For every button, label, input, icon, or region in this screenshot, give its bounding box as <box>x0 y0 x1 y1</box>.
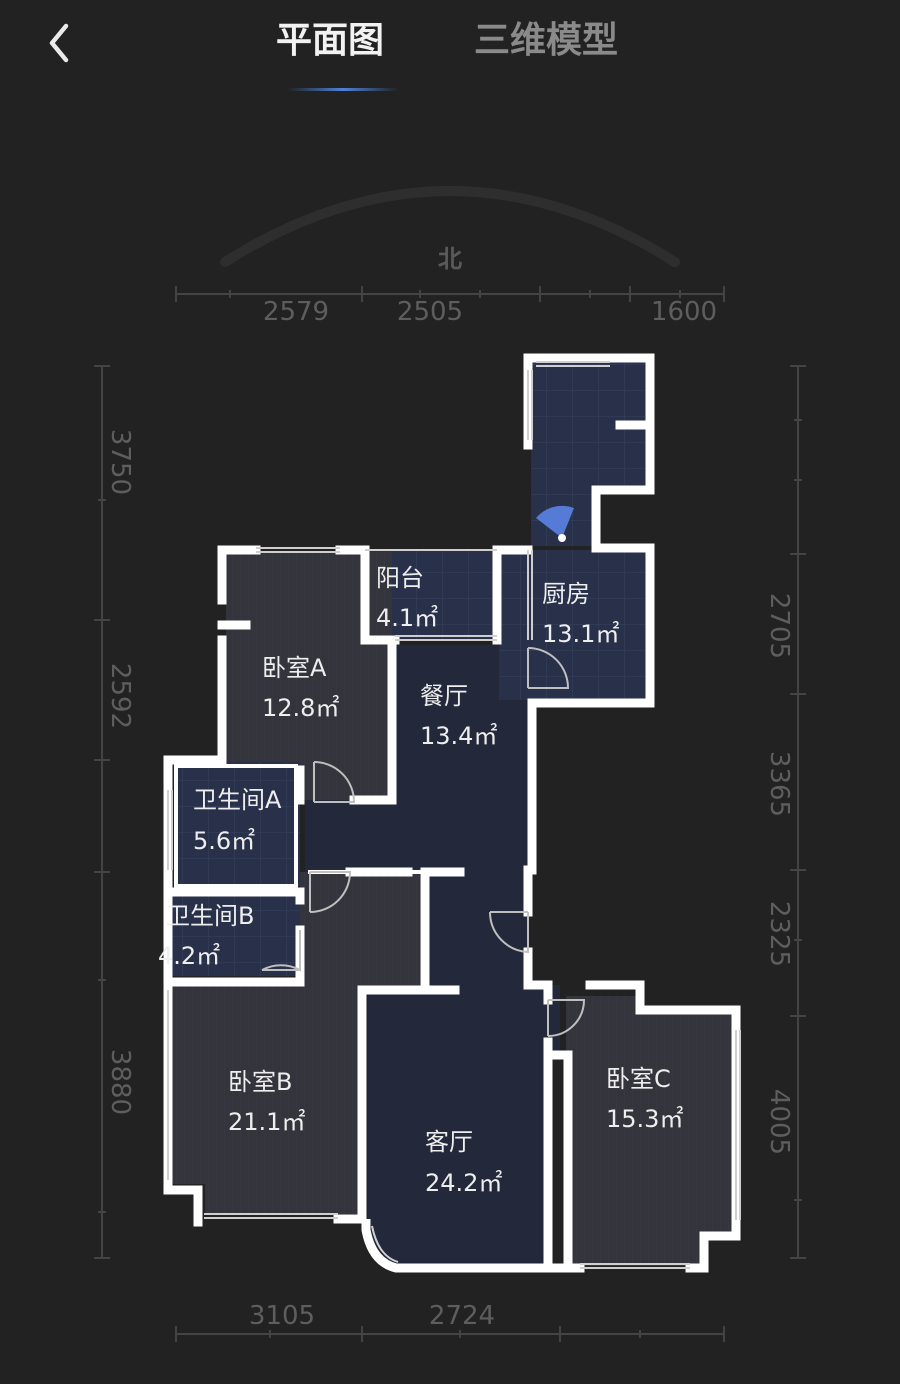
room-area-bedroom-b: 21.1㎡ <box>228 1108 305 1136</box>
top-dimension-1: 2579 <box>263 297 329 327</box>
compass: 北 <box>220 186 680 273</box>
bay-window <box>361 1219 548 1273</box>
viewpoint-marker[interactable] <box>536 505 574 542</box>
right-dimension-1: 2705 <box>764 593 794 659</box>
right-dimension-3: 2325 <box>764 901 794 967</box>
room-area-bedroom-a: 12.8㎡ <box>262 694 339 722</box>
room-area-living: 24.2㎡ <box>425 1169 502 1197</box>
room-area-bedroom-c: 15.3㎡ <box>606 1105 683 1133</box>
chevron-left-icon <box>49 23 69 63</box>
room-area-kitchen: 13.1㎡ <box>542 620 619 648</box>
compass-north-label: 北 <box>438 245 462 273</box>
left-dimension-line <box>94 365 110 1259</box>
right-dimension-line <box>790 365 806 1259</box>
room-name-bedroom-c: 卧室C <box>606 1065 671 1093</box>
hall-floor <box>305 645 560 1264</box>
room-name-kitchen: 厨房 <box>542 580 590 608</box>
right-dimension-2: 3365 <box>764 751 794 817</box>
tab-3d-model[interactable]: 三维模型 <box>474 20 619 61</box>
room-name-living: 客厅 <box>425 1128 473 1156</box>
top-dimension-2: 2505 <box>397 297 463 327</box>
room-name-balcony: 阳台 <box>376 564 424 592</box>
kitchen-floor <box>499 550 649 700</box>
left-dimension-1: 3750 <box>105 429 135 495</box>
room-area-dining: 13.4㎡ <box>420 722 497 750</box>
room-area-balcony: 4.1㎡ <box>376 604 438 632</box>
bathroom-a-floor <box>174 762 300 886</box>
room-name-bathroom-b: 卫生间B <box>166 902 254 930</box>
bottom-dimension-2: 2724 <box>429 1301 495 1331</box>
room-name-dining: 餐厅 <box>420 682 468 710</box>
bathroom-b-floor <box>172 894 300 976</box>
windows <box>167 361 741 1269</box>
room-name-bedroom-a: 卧室A <box>262 654 327 682</box>
left-dimension-3: 3880 <box>105 1049 135 1115</box>
room-labels: 阳台 4.1㎡ 厨房 13.1㎡ 卧室A 12.8㎡ 餐厅 13.4㎡ 卫生间A… <box>158 564 683 1197</box>
room-area-bathroom-b: 4.2㎡ <box>158 942 220 970</box>
walls <box>163 353 741 1273</box>
room-area-bathroom-a: 5.6㎡ <box>193 827 255 855</box>
room-name-bathroom-a: 卫生间A <box>193 786 282 814</box>
doors <box>261 647 586 1037</box>
left-dimension-2: 2592 <box>105 663 135 729</box>
bedroom-c-floor <box>566 996 732 1266</box>
room-name-bedroom-b: 卧室B <box>228 1068 292 1096</box>
right-dimension-4: 4005 <box>764 1089 794 1155</box>
tab-floor-plan[interactable]: 平面图 <box>276 20 385 61</box>
bottom-dimension-1: 3105 <box>249 1301 315 1331</box>
top-dimension-3: 1600 <box>651 297 717 327</box>
floors <box>172 360 732 1266</box>
top-dimension-line <box>175 286 725 302</box>
back-button[interactable] <box>38 18 88 68</box>
active-tab-indicator <box>288 88 398 91</box>
bottom-dimension-line <box>175 1326 725 1342</box>
